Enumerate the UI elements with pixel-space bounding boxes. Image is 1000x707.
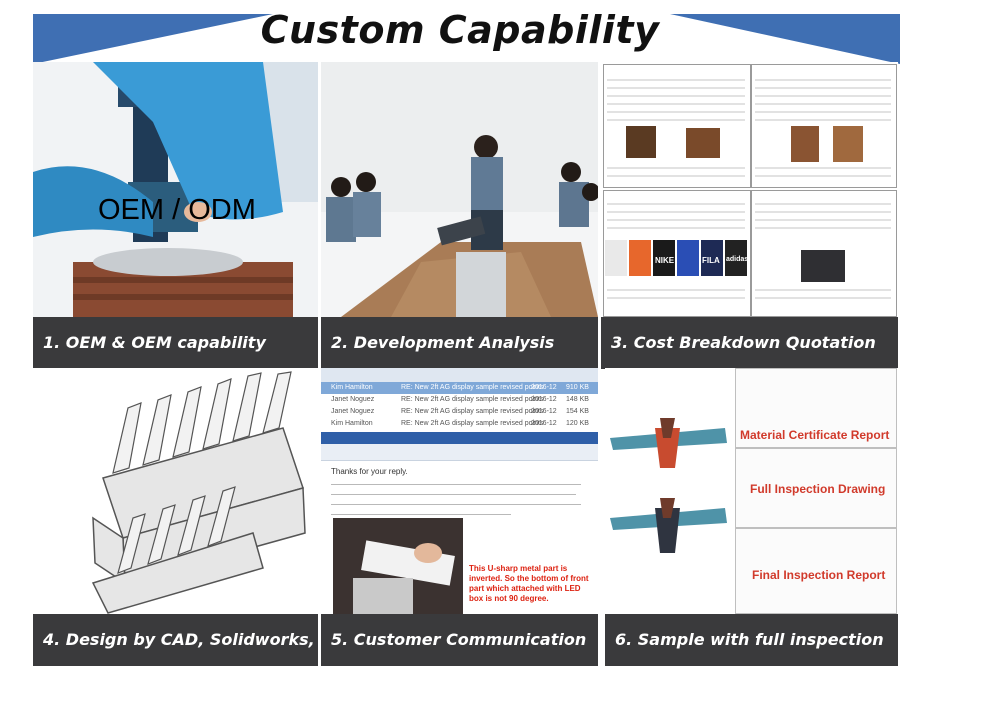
panel-oem-photo: OEM / ODM xyxy=(33,62,318,317)
caption-inspection: 6. Sample with full inspection xyxy=(605,614,898,666)
email-list-header xyxy=(321,368,598,382)
brand-fila: FILA xyxy=(702,256,720,265)
caption-oem: 1. OEM & OEM capability xyxy=(33,317,318,369)
email-row[interactable]: Janet Noguez RE: New 2ft AG display samp… xyxy=(331,396,589,403)
report-sheet-drawing xyxy=(735,448,897,528)
caption-quotation: 3. Cost Breakdown Quotation xyxy=(601,317,898,369)
report-sheet-material xyxy=(735,368,897,448)
caption-cad: 4. Design by CAD, Solidworks, xyxy=(33,614,318,666)
panel-meeting-photo xyxy=(321,62,598,317)
panel-email-screenshot: Kim Hamilton RE: New 2ft AG display samp… xyxy=(321,368,598,614)
header-banner-left xyxy=(33,14,273,64)
header-banner-right xyxy=(670,14,900,64)
email-photo xyxy=(333,518,463,614)
page-title: Custom Capability xyxy=(260,8,660,52)
quotation-sheet-2 xyxy=(751,64,897,188)
email-window-titlebar xyxy=(321,432,598,444)
email-body-lines xyxy=(331,480,586,516)
brand-nike: NIKE xyxy=(655,256,675,265)
panel-cad-render xyxy=(33,368,318,614)
caption-communication: 5. Customer Communication xyxy=(321,614,598,666)
caption-development: 2. Development Analysis xyxy=(321,317,598,369)
oem-odm-label: OEM / ODM xyxy=(98,194,256,226)
label-full-inspection-drawing: Full Inspection Drawing xyxy=(750,482,886,496)
email-toolbar xyxy=(321,444,598,461)
cad-model-illustration xyxy=(33,368,318,614)
panel-quotation-docs: NIKE FILA adidas xyxy=(601,62,898,317)
quotation-lines xyxy=(605,79,891,299)
email-red-note: This U-sharp metal part is inverted. So … xyxy=(469,564,589,603)
brand-adidas: adidas xyxy=(726,256,749,263)
panel-inspection: Material Certificate Report Full Inspect… xyxy=(605,368,898,614)
email-row[interactable]: Kim Hamilton RE: New 2ft AG display samp… xyxy=(331,420,589,427)
label-material-certificate: Material Certificate Report xyxy=(740,428,890,442)
email-greeting: Thanks for your reply. xyxy=(331,467,408,476)
airplane-models xyxy=(610,418,727,553)
email-row[interactable]: Janet Noguez RE: New 2ft AG display samp… xyxy=(331,408,589,415)
label-final-inspection-report: Final Inspection Report xyxy=(752,568,886,582)
email-row[interactable]: Kim Hamilton RE: New 2ft AG display samp… xyxy=(321,382,598,394)
meeting-illustration xyxy=(321,62,598,317)
oem-machine-illustration xyxy=(33,62,318,317)
report-sheet-final xyxy=(735,528,897,614)
